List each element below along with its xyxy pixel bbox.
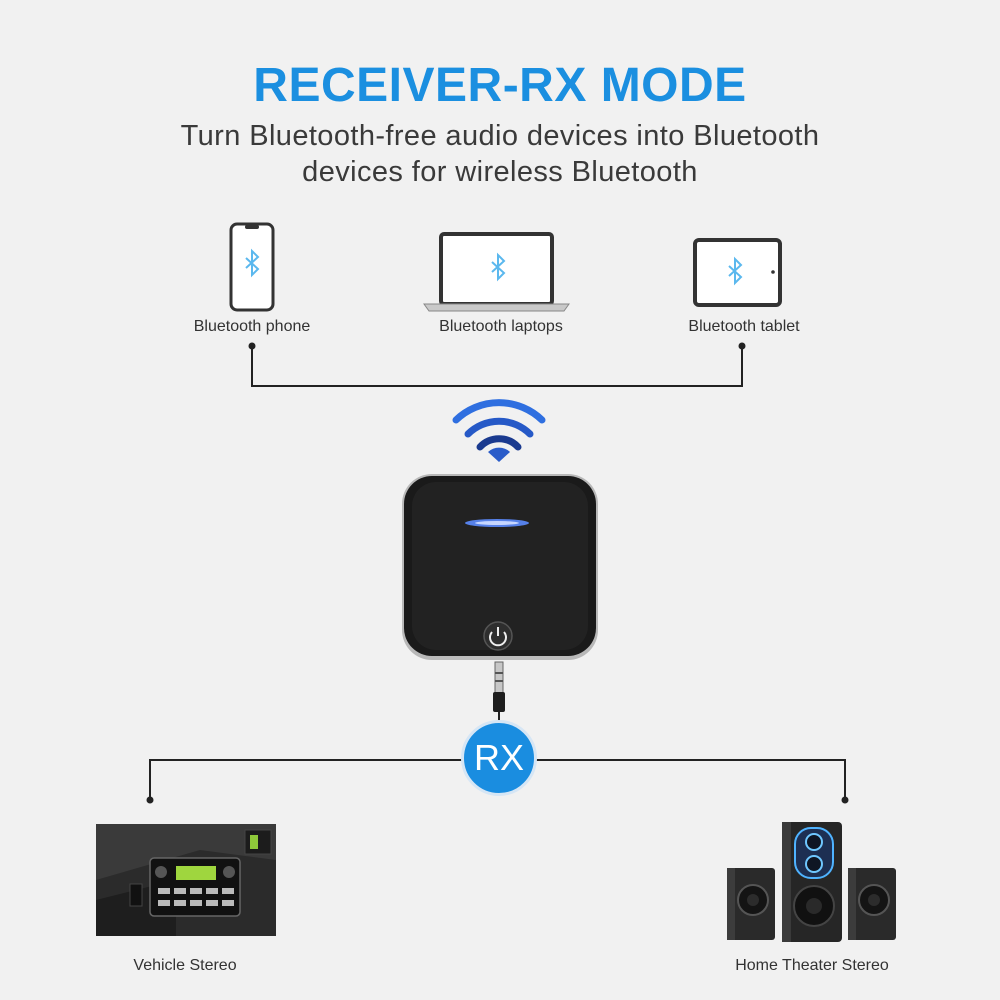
label-bluetooth-phone: Bluetooth phone	[193, 318, 311, 335]
left-speaker	[727, 868, 775, 940]
right-speaker	[848, 868, 896, 940]
audio-jack-icon	[493, 661, 505, 712]
label-home-theater-stereo: Home Theater Stereo	[735, 957, 889, 974]
connector-dot-phone	[248, 342, 256, 350]
tablet-icon	[693, 238, 782, 307]
subwoofer	[782, 822, 842, 942]
power-button-icon	[483, 621, 513, 651]
connector-dot-tablet	[738, 342, 746, 350]
laptop-icon	[423, 232, 570, 312]
vehicle-stereo-image	[96, 824, 276, 936]
receiver-device	[402, 474, 598, 660]
wifi-signal-icon	[452, 399, 546, 462]
connector-dot-theater	[841, 796, 849, 804]
rx-badge: RX	[461, 720, 537, 796]
source-connector	[251, 346, 743, 387]
home-theater-image	[727, 822, 896, 942]
label-bluetooth-laptops: Bluetooth laptops	[439, 318, 563, 335]
subtitle-line-1: Turn Bluetooth-free audio devices into B…	[180, 120, 820, 152]
page-title: RECEIVER-RX MODE	[253, 59, 747, 112]
label-bluetooth-tablet: Bluetooth tablet	[688, 318, 800, 335]
smartphone-icon	[229, 222, 275, 312]
connector-dot-vehicle	[146, 796, 154, 804]
label-vehicle-stereo: Vehicle Stereo	[133, 957, 237, 974]
subtitle-line-2: devices for wireless Bluetooth	[302, 156, 698, 188]
